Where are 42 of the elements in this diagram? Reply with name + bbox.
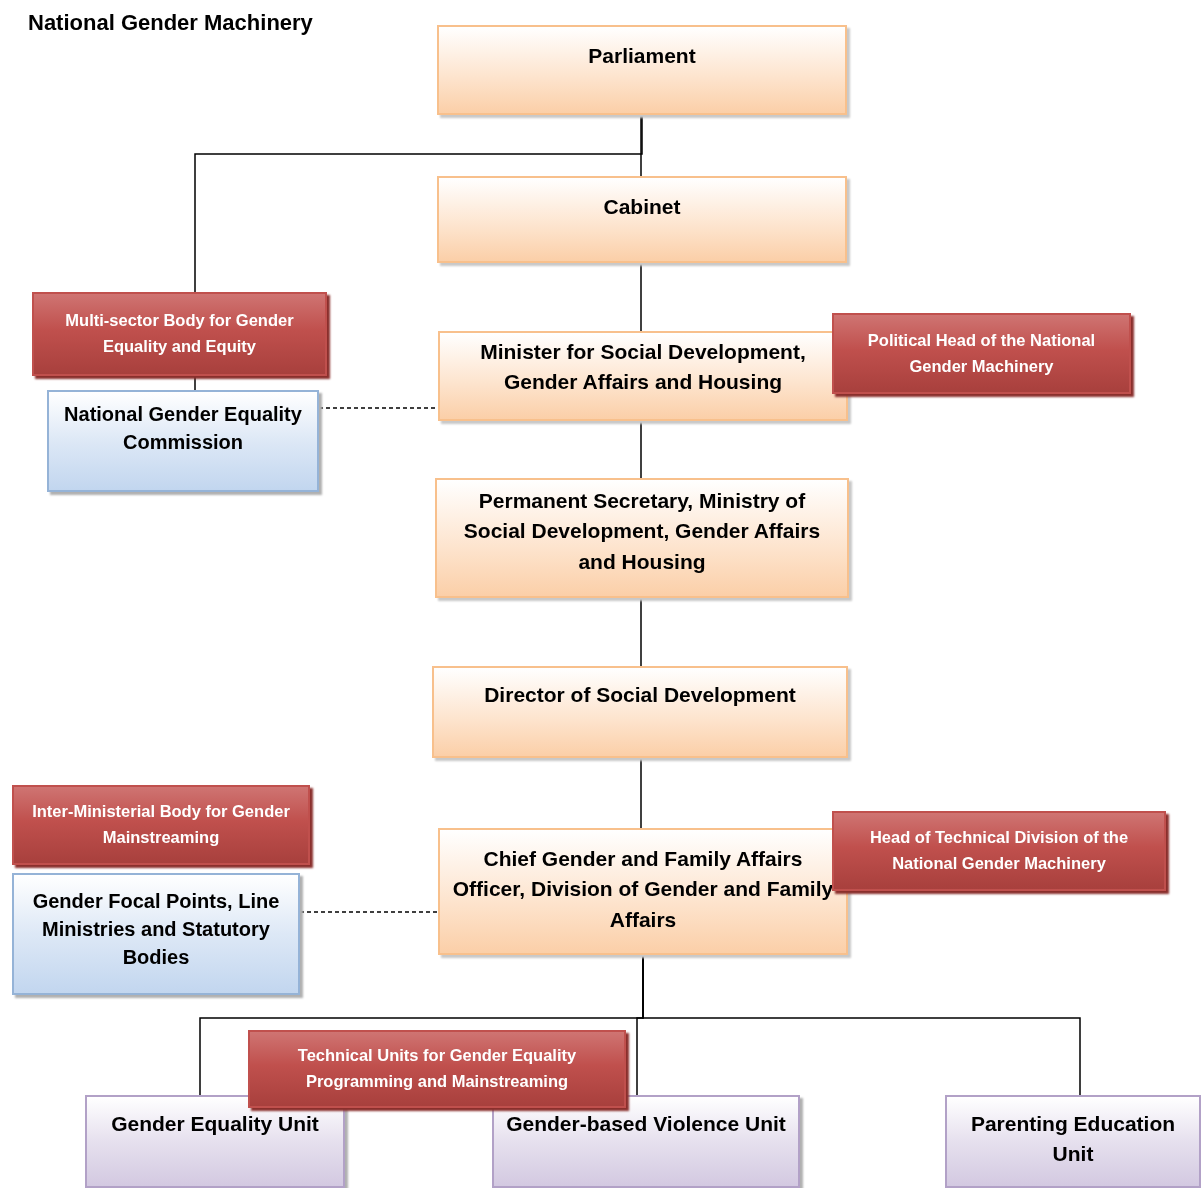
org-unit-box — [437, 25, 847, 115]
connector-line — [640, 420, 642, 479]
connector-line — [640, 597, 642, 667]
box-label: Permanent Secretary, Ministry of Social Development, Gender Affairs and Housing — [462, 488, 822, 575]
connector-line — [194, 114, 643, 293]
box-label: Inter-Ministerial Body for Gender Mainstreaming — [31, 801, 291, 848]
connector-line — [640, 262, 642, 332]
unit-box — [945, 1095, 1201, 1188]
box-label: Parliament — [588, 43, 696, 69]
org-unit-box — [438, 331, 848, 421]
box-label: Cabinet — [603, 194, 681, 220]
dashed-connector — [299, 911, 439, 913]
box-label: Gender Focal Points, Line Ministries and Statutory Bodies — [31, 889, 281, 970]
diagram-title: National Gender Machinery — [28, 10, 313, 36]
org-unit-box — [435, 478, 849, 598]
unit-box — [492, 1095, 800, 1188]
role-label-box — [12, 785, 310, 865]
advisory-body-box — [12, 873, 300, 995]
box-label: Minister for Social Development, Gender Affairs and Housing — [479, 339, 807, 396]
connector-line — [640, 114, 642, 177]
box-label: Head of Technical Division of the National Gender Machinery — [868, 827, 1130, 874]
connector-line — [194, 375, 196, 391]
advisory-body-box — [47, 390, 319, 492]
role-label-box — [832, 313, 1131, 394]
box-label: Technical Units for Gender Equality Programming and Mainstreaming — [296, 1045, 578, 1092]
org-unit-box — [432, 666, 848, 758]
box-label: Gender-based Violence Unit — [506, 1111, 786, 1137]
connector-line — [640, 757, 642, 829]
org-unit-box — [438, 828, 848, 955]
box-label: Multi-sector Body for Gender Equality and Equity — [64, 310, 295, 357]
role-label-box — [32, 292, 327, 376]
box-label: Gender Equality Unit — [111, 1111, 319, 1137]
box-label: Chief Gender and Family Affairs Officer, Division of Gender and Family Affairs — [451, 846, 835, 933]
box-label: Director of Social Development — [484, 682, 796, 708]
box-label: Parenting Education Unit — [969, 1111, 1177, 1168]
unit-box — [85, 1095, 345, 1188]
role-label-box — [248, 1030, 626, 1108]
role-label-box — [832, 811, 1166, 891]
connector-line — [642, 954, 1081, 1096]
org-unit-box — [437, 176, 847, 263]
box-label: National Gender Equality Commission — [63, 402, 303, 455]
box-label: Political Head of the National Gender Machinery — [866, 329, 1097, 377]
